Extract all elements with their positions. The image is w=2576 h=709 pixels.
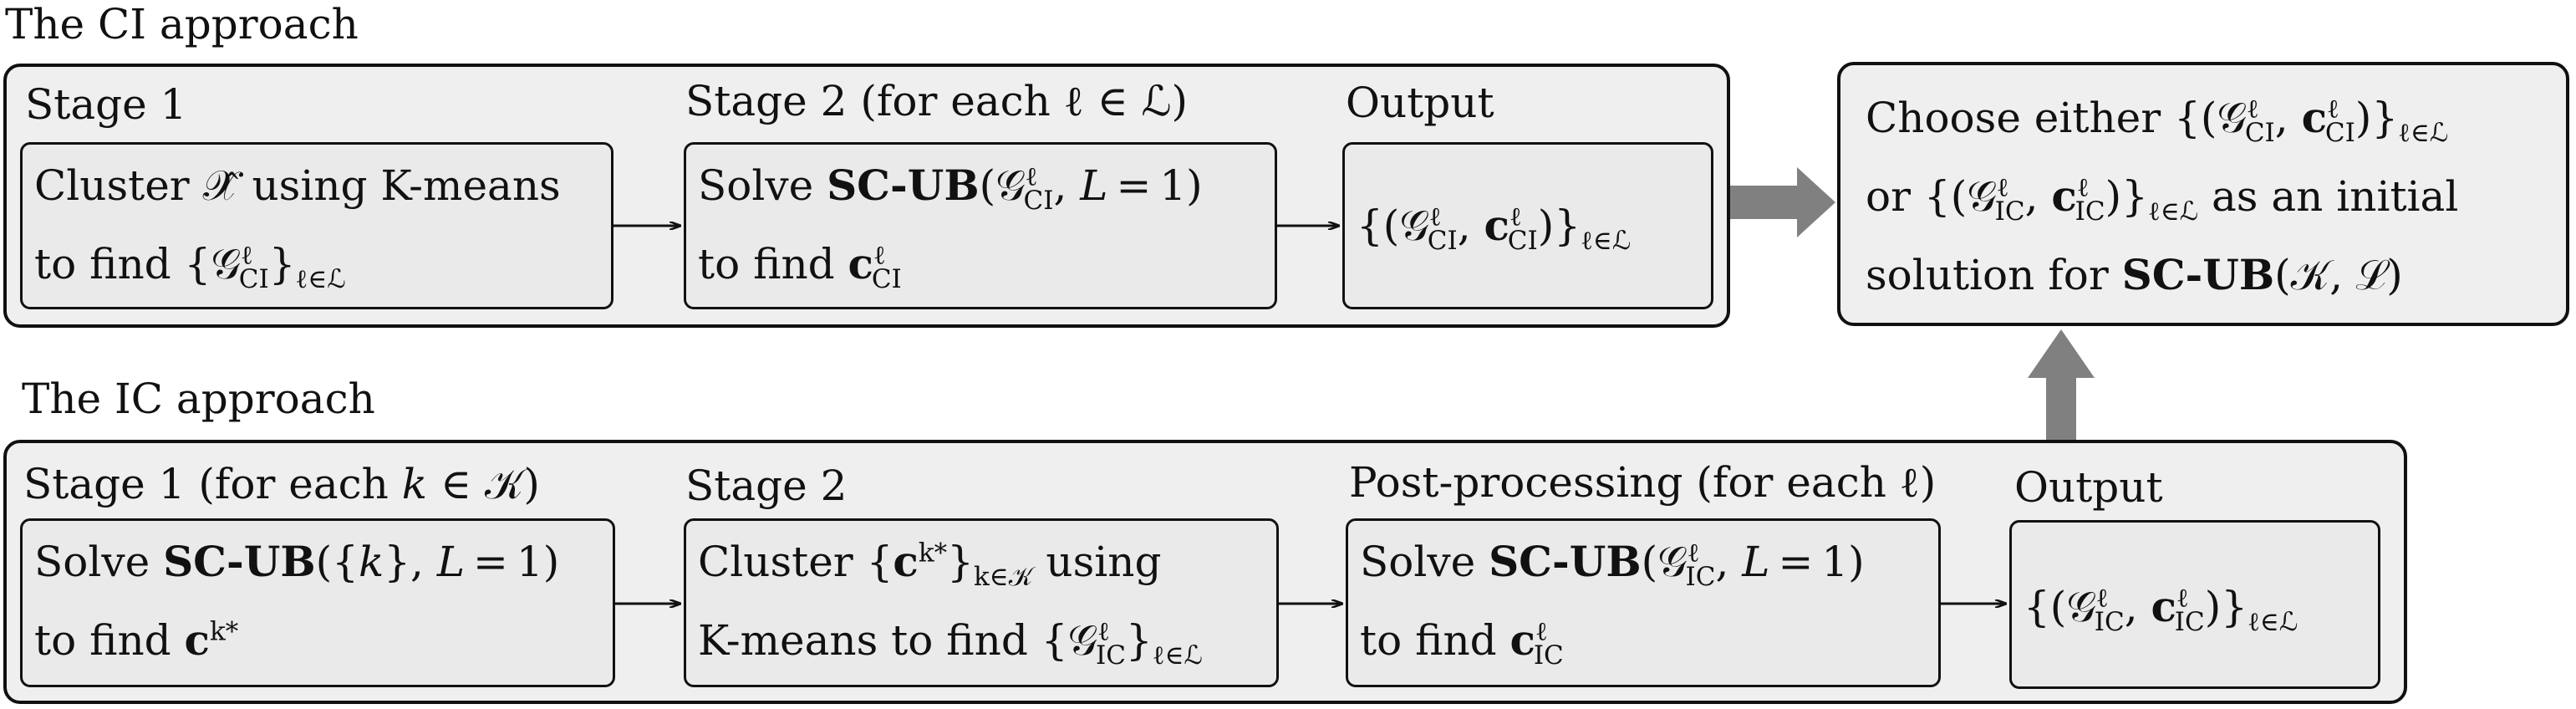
ic-stage2-label: Stage 2 xyxy=(685,462,848,510)
ci-stage1-line-1: Cluster 𝒳̂ using K-means xyxy=(34,161,561,210)
ic-output-label: Output xyxy=(2014,463,2163,512)
ic-output-line: {(𝒢ℓIC, cℓIC)}ℓ∈ℒ xyxy=(2024,582,2299,637)
block-arrow-ic-to-choice xyxy=(2028,329,2095,440)
block-arrow-ci-to-choice xyxy=(1730,167,1835,237)
ci-stage1-box: Cluster 𝒳̂ using K-means to find {𝒢ℓCI}ℓ… xyxy=(20,142,613,309)
ic-post-line-2: to find cℓIC xyxy=(1360,615,1564,671)
ic-stage2-line-1: Cluster {ck*}k∈𝒦 using xyxy=(698,537,1162,592)
ic-post-processing-box: Solve SC-UB(𝒢ℓIC, L = 1) to find cℓIC xyxy=(1346,518,1941,687)
ci-stage1-label: Stage 1 xyxy=(25,80,187,129)
ci-stage2-line-1: Solve SC-UB(𝒢ℓCI, L = 1) xyxy=(698,161,1203,216)
ci-approach-title: The CI approach xyxy=(5,0,359,48)
ci-output-box: {(𝒢ℓCI, cℓCI)}ℓ∈ℒ xyxy=(1342,142,1713,309)
ci-stage2-label: Stage 2 (for each ℓ ∈ ℒ) xyxy=(685,77,1189,125)
ic-stage2-line-2: K-means to find {𝒢ℓIC}ℓ∈ℒ xyxy=(698,616,1203,671)
ic-post-line-1: Solve SC-UB(𝒢ℓIC, L = 1) xyxy=(1360,537,1865,592)
ci-stage1-line-2: to find {𝒢ℓCI}ℓ∈ℒ xyxy=(34,240,346,294)
ic-approach-title: The IC approach xyxy=(22,375,375,423)
final-line-2: or {(𝒢ℓIC, cℓIC)}ℓ∈ℒ as an initial xyxy=(1866,171,2459,227)
ic-stage2-box: Cluster {ck*}k∈𝒦 using K-means to find {… xyxy=(684,518,1279,687)
ci-stage2-line-2: to find cℓCI xyxy=(698,239,902,294)
ic-stage1-box: Solve SC-UB({k}, L = 1) to find ck* xyxy=(20,518,615,687)
ic-stage1-label: Stage 1 (for each k ∈ 𝒦) xyxy=(23,460,540,508)
final-choice-box: Choose either {(𝒢ℓCI, cℓCI)}ℓ∈ℒ or {(𝒢ℓI… xyxy=(1837,62,2569,326)
ic-stage1-line-1: Solve SC-UB({k}, L = 1) xyxy=(34,537,560,586)
ci-stage2-box: Solve SC-UB(𝒢ℓCI, L = 1) to find cℓCI xyxy=(684,142,1277,309)
final-line-1: Choose either {(𝒢ℓCI, cℓCI)}ℓ∈ℒ xyxy=(1866,93,2449,148)
ci-output-label: Output xyxy=(1346,79,1494,127)
ic-stage1-line-2: to find ck* xyxy=(34,615,239,665)
final-line-3: solution for SC-UB(𝒦, ℒ) xyxy=(1866,250,2403,299)
ci-output-line: {(𝒢ℓCI, cℓCI)}ℓ∈ℒ xyxy=(1357,201,1632,256)
ic-post-processing-label: Post-processing (for each ℓ) xyxy=(1349,458,1937,507)
ic-output-box: {(𝒢ℓIC, cℓIC)}ℓ∈ℒ xyxy=(2009,520,2380,689)
